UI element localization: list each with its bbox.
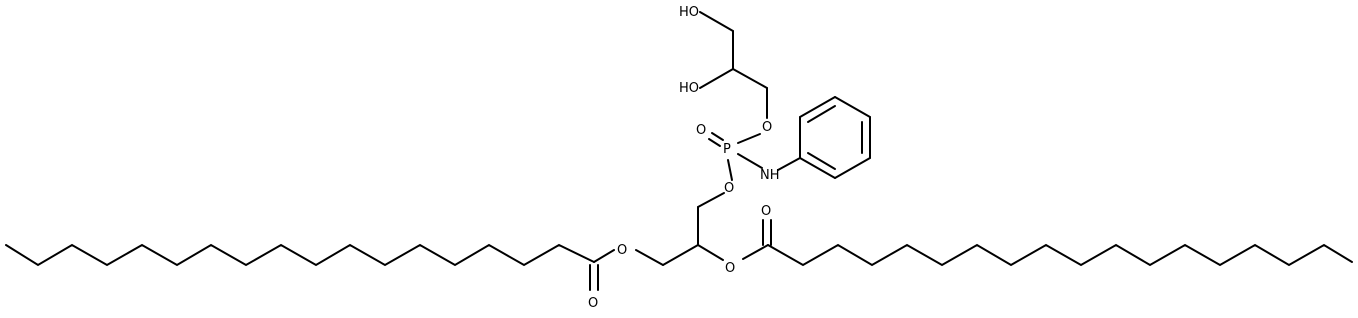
carbonyl-oxygen-label-right: O [761, 204, 771, 219]
bond [635, 249, 664, 266]
amine-label: NH [760, 168, 780, 183]
bond [662, 244, 699, 266]
phosphoramidate-group [708, 132, 801, 181]
bond [727, 159, 733, 181]
bond [834, 96, 871, 118]
bond [807, 152, 836, 170]
ester-oxygen-label-right: O [725, 261, 735, 276]
bond [699, 68, 734, 89]
left-acyl-chain [5, 243, 615, 291]
glycerol-head-group [699, 11, 768, 119]
phosphate-oxygen-label: O [724, 181, 734, 196]
phosphoryl-oxygen-label: O [696, 123, 706, 138]
ester-oxygen-label-left: O [617, 243, 627, 258]
bond [711, 132, 724, 141]
ether-oxygen-label-glycerol: O [762, 120, 772, 135]
hydroxyl-label-top: HO [679, 5, 699, 20]
alkyl-chain [767, 243, 1353, 267]
bond [593, 249, 615, 263]
bond [697, 192, 725, 208]
bond [807, 105, 836, 123]
right-acyl-chain [742, 219, 1353, 267]
bond [834, 157, 871, 179]
bond [799, 157, 836, 179]
hydroxyl-label-middle: HO [679, 81, 699, 96]
phosphorus-label: P [723, 142, 731, 157]
bond [742, 244, 769, 260]
bond [777, 157, 801, 171]
bond [737, 133, 761, 144]
carbonyl-oxygen-label-left: O [588, 296, 598, 311]
bond [737, 153, 763, 169]
glycerol-backbone [635, 192, 725, 266]
alkyl-chain [5, 243, 595, 267]
bond [699, 11, 734, 32]
bond [732, 68, 768, 89]
bond [708, 138, 721, 147]
phenyl-ring [799, 96, 871, 179]
bond [697, 244, 724, 261]
bond [799, 96, 836, 118]
